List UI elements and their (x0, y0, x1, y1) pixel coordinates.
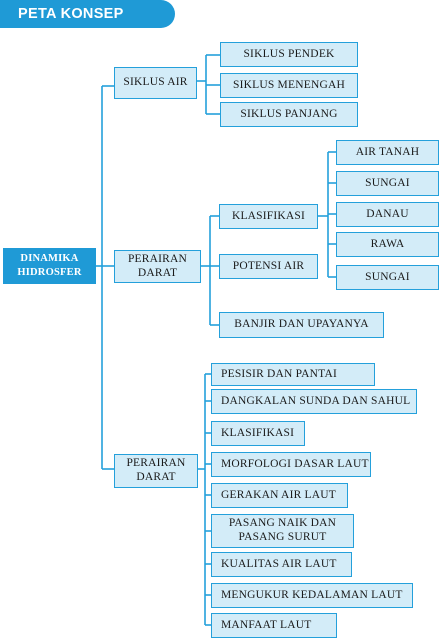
node-root: DINAMIKA HIDROSFER (3, 248, 96, 284)
node-label: SUNGAI (365, 270, 410, 283)
node-sungai: SUNGAI (336, 171, 439, 196)
node-label: AIR TANAH (355, 145, 420, 158)
node-label: POTENSI AIR (232, 259, 305, 272)
node-manfaat: MANFAAT LAUT (211, 613, 337, 638)
node-label: BANJIR DAN UPAYANYA (234, 318, 369, 331)
node-danau: DANAU (336, 202, 439, 227)
node-label: DANGKALAN SUNDA DAN SAHUL (221, 394, 411, 407)
node-sungai-2: SUNGAI (336, 265, 439, 290)
node-kualitas: KUALITAS AIR LAUT (211, 552, 352, 577)
node-label: MENGUKUR KEDALAMAN LAUT (221, 588, 403, 601)
node-potensi-air: POTENSI AIR (219, 254, 318, 279)
node-mengukur: MENGUKUR KEDALAMAN LAUT (211, 583, 413, 608)
node-siklus-menengah: SIKLUS MENENGAH (220, 73, 358, 98)
node-siklus-pendek: SIKLUS PENDEK (220, 42, 358, 67)
node-gerakan: GERAKAN AIR LAUT (211, 483, 348, 508)
node-label: KUALITAS AIR LAUT (221, 557, 337, 570)
node-banjir: BANJIR DAN UPAYANYA (219, 312, 384, 338)
node-pasang: PASANG NAIK DAN PASANG SURUT (211, 514, 354, 548)
node-label: SIKLUS PENDEK (243, 47, 335, 60)
node-siklus-air: SIKLUS AIR (114, 67, 197, 99)
node-perairan-laut-label: PERAIRAN DARAT (126, 457, 186, 483)
node-label: SIKLUS MENENGAH (233, 78, 345, 91)
node-root-label: DINAMIKA HIDROSFER (17, 252, 82, 278)
node-label: KLASIFIKASI (221, 426, 295, 439)
node-siklus-panjang: SIKLUS PANJANG (220, 102, 358, 127)
node-klasifikasi-darat: KLASIFIKASI (219, 204, 318, 229)
node-label: PESISIR DAN PANTAI (221, 367, 337, 380)
node-label: PASANG NAIK DAN PASANG SURUT (228, 517, 337, 543)
node-label: RAWA (370, 237, 405, 250)
page-title: PETA KONSEP (18, 6, 124, 22)
node-rawa: RAWA (336, 232, 439, 257)
node-label: MORFOLOGI DASAR LAUT (221, 457, 369, 470)
node-label: KLASIFIKASI (231, 209, 306, 222)
node-label: SIKLUS PANJANG (240, 107, 338, 120)
node-label: MANFAAT LAUT (221, 618, 312, 631)
node-perairan-laut: PERAIRAN DARAT (114, 454, 198, 488)
node-perairan-darat: PERAIRAN DARAT (114, 250, 201, 283)
node-perairan-darat-label: PERAIRAN DARAT (127, 252, 188, 279)
node-pesisir: PESISIR DAN PANTAI (211, 363, 375, 386)
node-label: GERAKAN AIR LAUT (221, 488, 336, 501)
node-dangkalan: DANGKALAN SUNDA DAN SAHUL (211, 389, 417, 414)
header-banner: PETA KONSEP (0, 0, 175, 28)
node-air-tanah: AIR TANAH (336, 140, 439, 165)
node-siklus-air-label: SIKLUS AIR (123, 76, 188, 89)
node-klasifikasi-laut: KLASIFIKASI (211, 421, 305, 446)
node-label: SUNGAI (365, 176, 410, 189)
node-label: DANAU (366, 207, 409, 220)
node-morfologi: MORFOLOGI DASAR LAUT (211, 452, 371, 477)
